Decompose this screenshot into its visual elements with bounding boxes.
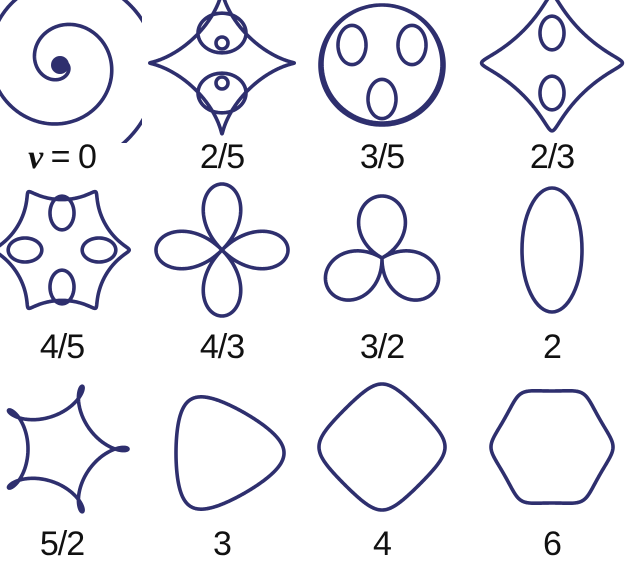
panel-nu-3-2: 3/2: [302, 170, 462, 370]
rosette-2-3-curve: [479, 0, 625, 133]
panel-nu-2: 2: [472, 170, 632, 370]
panel-label: 3/5: [359, 138, 405, 176]
panel-label: 4: [373, 525, 392, 563]
panel-label: 3/2: [359, 328, 405, 366]
panel-nu-4-3: 4/3: [142, 170, 302, 370]
panel-nu-0: ν = 0: [0, 0, 142, 183]
rounded-square-curve: [317, 382, 447, 512]
spiral-curve: [0, 0, 142, 143]
panel-nu-3: 3: [142, 367, 302, 567]
ellipse-curve: [520, 186, 584, 314]
panel-nu-4: 4: [302, 367, 462, 567]
rounded-triangle-curve: [174, 395, 286, 511]
panel-label: 2/5: [199, 138, 245, 176]
panel-label: 2: [543, 328, 562, 366]
panel-nu-2-5: 2/5: [142, 0, 302, 183]
panel-label: 4/5: [39, 328, 85, 366]
rounded-hexagon-curve: [489, 388, 615, 506]
panel-label: 4/3: [199, 328, 245, 366]
four-petal-curve: [154, 182, 290, 318]
rosette-3-5-curve: [318, 3, 446, 127]
panel-nu-3-5: 3/5: [302, 0, 462, 183]
panel-label: ν = 0: [28, 138, 97, 176]
panel-label: 2/3: [529, 138, 575, 176]
panel-nu-4-5: 4/5: [0, 170, 142, 370]
panel-label: 5/2: [39, 525, 85, 563]
panel-label: 6: [543, 525, 562, 563]
nu-symbol: ν: [28, 139, 43, 176]
pentagram-loop-curve: [6, 384, 130, 514]
trefoil-curve: [323, 194, 441, 302]
rosette-2-5-curve: [148, 0, 296, 136]
panel-nu-2-3: 2/3: [472, 0, 632, 183]
panel-label: 3: [213, 525, 232, 563]
panel-nu-5-2: 5/2: [0, 367, 142, 567]
rosette-4-5-curve: [0, 189, 131, 311]
panel-nu-6: 6: [472, 367, 632, 567]
